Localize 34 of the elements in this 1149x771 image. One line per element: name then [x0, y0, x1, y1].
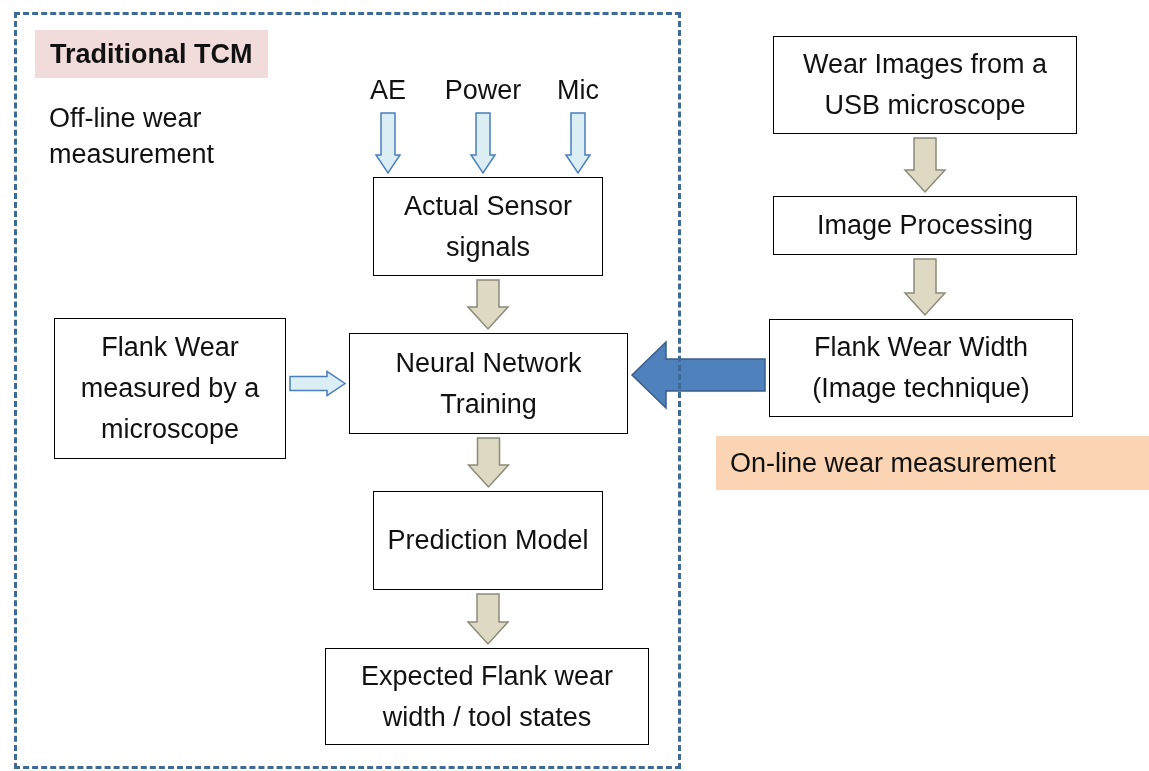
- process-box: [373, 177, 603, 276]
- box-text: Neural Network Training: [394, 346, 583, 421]
- signal-label: AE: [358, 71, 418, 109]
- box-text: Flank Wear measured by a microscope: [79, 331, 261, 446]
- block-arrow: [374, 112, 402, 175]
- block-arrow: [903, 137, 947, 194]
- box-text: Flank Wear Width (Image technique): [811, 331, 1031, 405]
- box-text: Image Processing: [816, 209, 1034, 242]
- block-arrow: [466, 279, 510, 331]
- block-arrow: [903, 258, 947, 317]
- note-banner: [716, 436, 1149, 490]
- box-text: Prediction Model: [387, 524, 589, 557]
- region-note: Off-line wear measurement: [49, 102, 216, 171]
- block-arrow: [564, 112, 592, 175]
- signal-label: Mic: [546, 71, 610, 109]
- signal-label: Power: [433, 71, 533, 109]
- block-arrow: [469, 112, 497, 175]
- process-box: [773, 36, 1077, 134]
- block-arrow: [466, 593, 510, 646]
- box-text: Wear Images from a USB microscope: [801, 48, 1049, 122]
- block-arrow: [630, 340, 766, 410]
- process-box: [773, 196, 1077, 255]
- banner-text: On-line wear measurement: [730, 446, 1056, 480]
- process-box: [349, 333, 628, 434]
- block-arrow: [466, 437, 511, 489]
- process-box: [54, 318, 286, 459]
- block-arrow: [289, 370, 347, 397]
- process-box: [769, 319, 1073, 417]
- process-box: [325, 648, 649, 745]
- box-text: Actual Sensor signals: [402, 189, 574, 264]
- section-heading: Traditional TCM: [35, 30, 268, 78]
- dashed-region: [14, 12, 681, 769]
- box-text: Expected Flank wear width / tool states: [359, 659, 615, 734]
- process-box: [373, 491, 603, 590]
